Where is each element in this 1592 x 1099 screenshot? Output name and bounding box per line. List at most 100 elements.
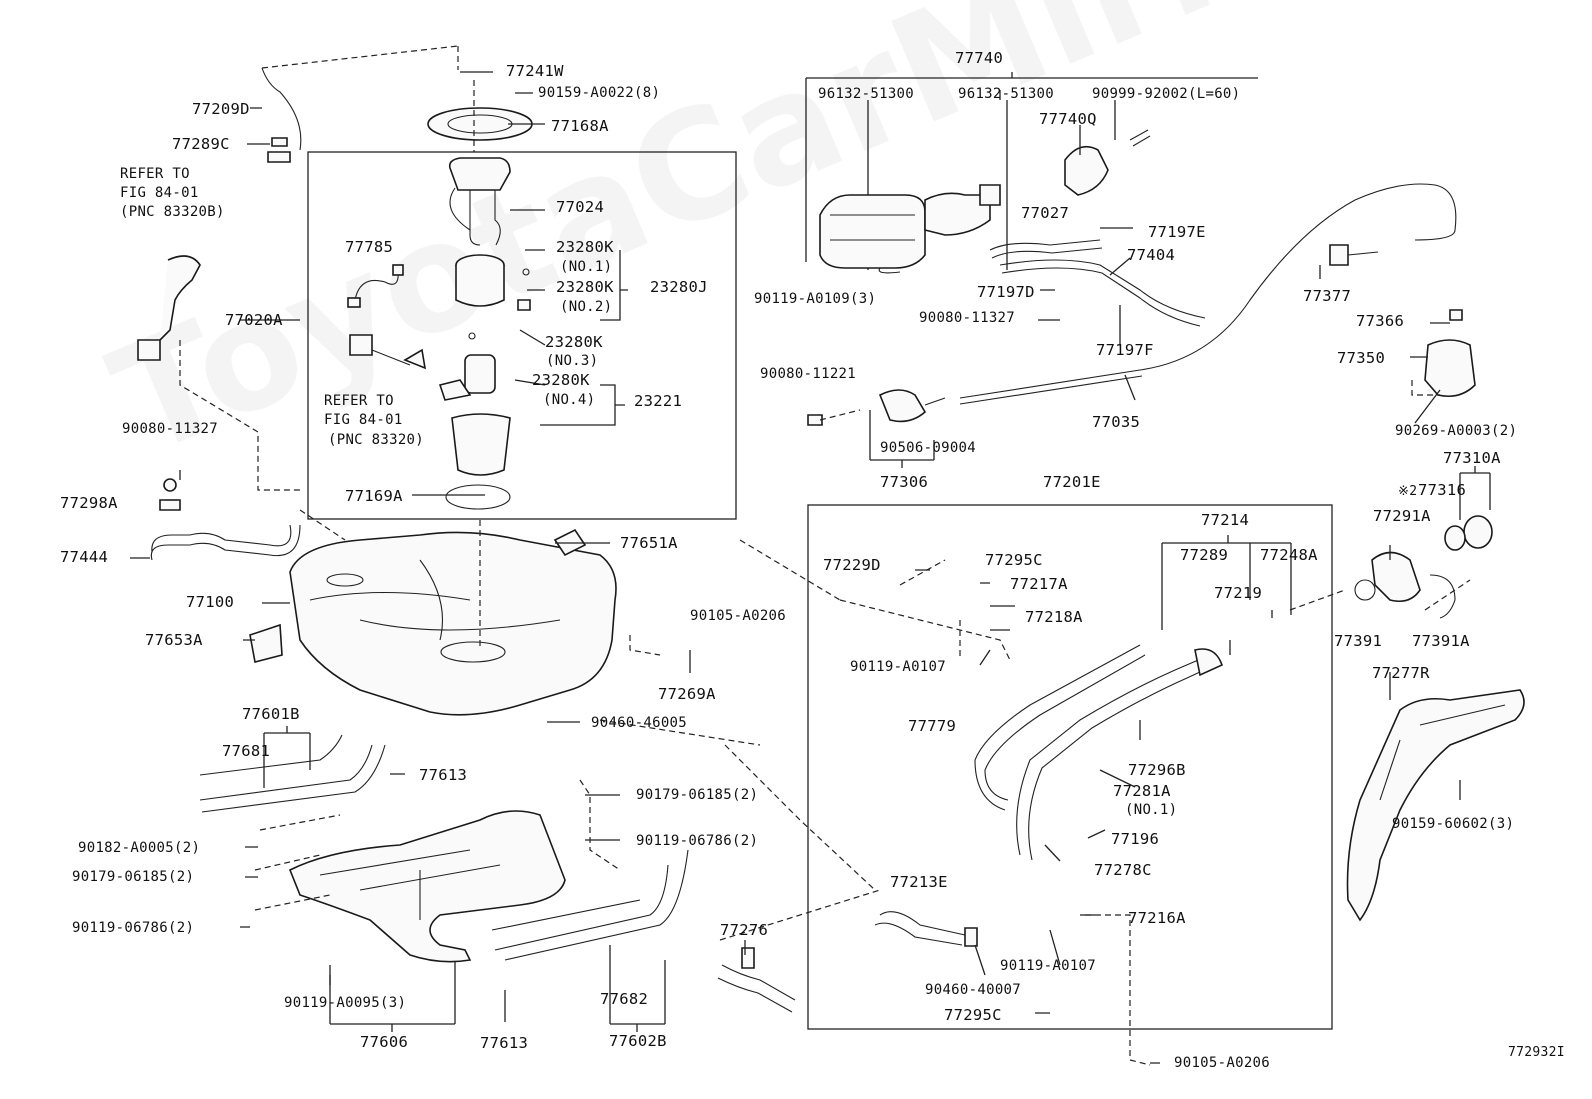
label-77404: 77404 <box>1127 246 1176 264</box>
label-77168A: 77168A <box>551 117 609 135</box>
label-23280K-3-no: (NO.3) <box>546 353 599 369</box>
label-77248A: 77248A <box>1260 546 1318 564</box>
label-90179-06185-b: 90179-06185(2) <box>72 869 195 885</box>
opener-77306 <box>878 389 927 423</box>
label-90159-60602: 90159-60602(3) <box>1392 816 1515 832</box>
bracket-77606 <box>329 955 456 1032</box>
label-90105-A0206-a: 90105-A0206 <box>690 608 787 624</box>
label-23280J: 23280J <box>650 278 708 296</box>
bracket-77306 <box>869 410 935 468</box>
filler-pipe-group-box <box>807 504 1333 1030</box>
diagram-id: 772932I <box>1508 1045 1565 1060</box>
label-90119-06786-b: 90119-06786(2) <box>72 920 195 936</box>
label-23280K-1: 23280K <box>556 238 614 256</box>
label-77196: 77196 <box>1111 830 1160 848</box>
spring-77366 <box>1449 309 1463 321</box>
label-77779: 77779 <box>908 717 957 735</box>
label-77289C: 77289C <box>172 135 230 153</box>
label-77197E: 77197E <box>1148 223 1206 241</box>
refer-note-1-line2: FIG 84-01 <box>120 185 199 201</box>
label-23280K-4-no: (NO.4) <box>543 392 596 408</box>
label-23280K-4: 23280K <box>532 371 590 389</box>
label-77653A: 77653A <box>145 631 203 649</box>
hose-77213E <box>874 911 966 946</box>
label-90080-11327-b: 90080-11327 <box>919 310 1016 326</box>
gasket-77169A <box>445 484 511 510</box>
cap-77377 <box>1329 244 1349 266</box>
lid-77350 <box>1424 339 1476 398</box>
label-90460-40007: 90460-40007 <box>925 982 1022 998</box>
bracket-77214 <box>1161 535 1292 630</box>
label-77214: 77214 <box>1201 511 1250 529</box>
label-77277R: 77277R <box>1372 664 1430 682</box>
label-77602B: 77602B <box>609 1032 667 1050</box>
breather-77779 <box>974 644 1146 771</box>
label-90182-A0005: 90182-A0005(2) <box>78 840 201 856</box>
label-77197F: 77197F <box>1096 341 1154 359</box>
insulator-77606 <box>288 810 566 963</box>
label-96132-51300-b: 96132-51300 <box>958 86 1055 102</box>
label-90119-A0109: 90119-A0109(3) <box>754 291 877 307</box>
label-77306: 77306 <box>880 473 929 491</box>
hose-90999 <box>1129 129 1151 147</box>
bolt-90080-11221 <box>807 414 823 426</box>
cap-77310A <box>1463 515 1493 549</box>
label-23280K-2: 23280K <box>556 278 614 296</box>
hose-77276 <box>717 964 796 1013</box>
label-90159-A0022: 90159-A0022(8) <box>538 85 661 101</box>
label-77197D: 77197D <box>977 283 1035 301</box>
bracket-23280J <box>600 250 628 321</box>
label-90506-09004: 90506-09004 <box>880 440 977 456</box>
refer-note-2-line2: FIG 84-01 <box>324 412 403 428</box>
label-77295C-a: 77295C <box>985 551 1043 569</box>
label-90119-A0107-a: 90119-A0107 <box>850 659 947 675</box>
hose-77209D <box>261 67 302 151</box>
strap-77682 <box>494 849 689 961</box>
label-77281A-no: (NO.1) <box>1125 802 1178 818</box>
label-77298A: 77298A <box>60 494 118 512</box>
label-77201E: 77201E <box>1043 473 1101 491</box>
label-77281A: 77281A <box>1113 782 1171 800</box>
canister-77740 <box>819 194 926 269</box>
bracket-77740 <box>805 72 1258 270</box>
filler-pipe <box>1016 654 1216 861</box>
label-90119-A0107-b: 90119-A0107 <box>1000 958 1097 974</box>
sender-gauge <box>349 334 373 356</box>
label-77613-b: 77613 <box>480 1034 529 1052</box>
label-77169A: 77169A <box>345 487 403 505</box>
label-90999-92002: 90999-92002(L=60) <box>1092 86 1241 102</box>
label-77740: 77740 <box>955 49 1004 67</box>
label-77601B: 77601B <box>242 705 300 723</box>
label-23280K-1-no: (NO.1) <box>560 259 613 275</box>
refer-note-2-line1: REFER TO <box>324 393 394 409</box>
label-77027: 77027 <box>1021 204 1070 222</box>
cable-77035 <box>959 183 1457 399</box>
refer-note-1-line3: (PNC 83320B) <box>120 204 225 220</box>
bracket-77310A <box>1459 466 1491 520</box>
label-77682: 77682 <box>600 990 649 1008</box>
label-77350: 77350 <box>1337 349 1386 367</box>
liner-77277R <box>1346 689 1525 922</box>
fuel-pump-23221 <box>464 354 496 394</box>
label-90460-46005: 90460-46005 <box>591 715 688 731</box>
label-77606: 77606 <box>360 1033 409 1051</box>
label-77681: 77681 <box>222 742 271 760</box>
label-90080-11327-a: 90080-11327 <box>122 421 219 437</box>
label-77740Q: 77740Q <box>1039 110 1097 128</box>
bracket-77601B <box>263 726 311 788</box>
label-90269-A0003: 90269-A0003(2) <box>1395 423 1518 439</box>
label-77651A: 77651A <box>620 534 678 552</box>
label-77213E: 77213E <box>890 873 948 891</box>
label-77366: 77366 <box>1356 312 1405 330</box>
hose-77027 <box>989 239 1103 259</box>
inlet-77291A <box>1371 551 1421 603</box>
label-90105-A0206-b: 90105-A0206 <box>1174 1055 1271 1071</box>
fuel-pump-group-box <box>307 151 737 520</box>
ring-77391 <box>1354 579 1376 601</box>
label-77377: 77377 <box>1303 287 1352 305</box>
bracket-23221 <box>540 384 625 426</box>
pump-housing <box>451 413 511 476</box>
label-77613-a: 77613 <box>419 766 468 784</box>
label-90119-06786-a: 90119-06786(2) <box>636 833 759 849</box>
